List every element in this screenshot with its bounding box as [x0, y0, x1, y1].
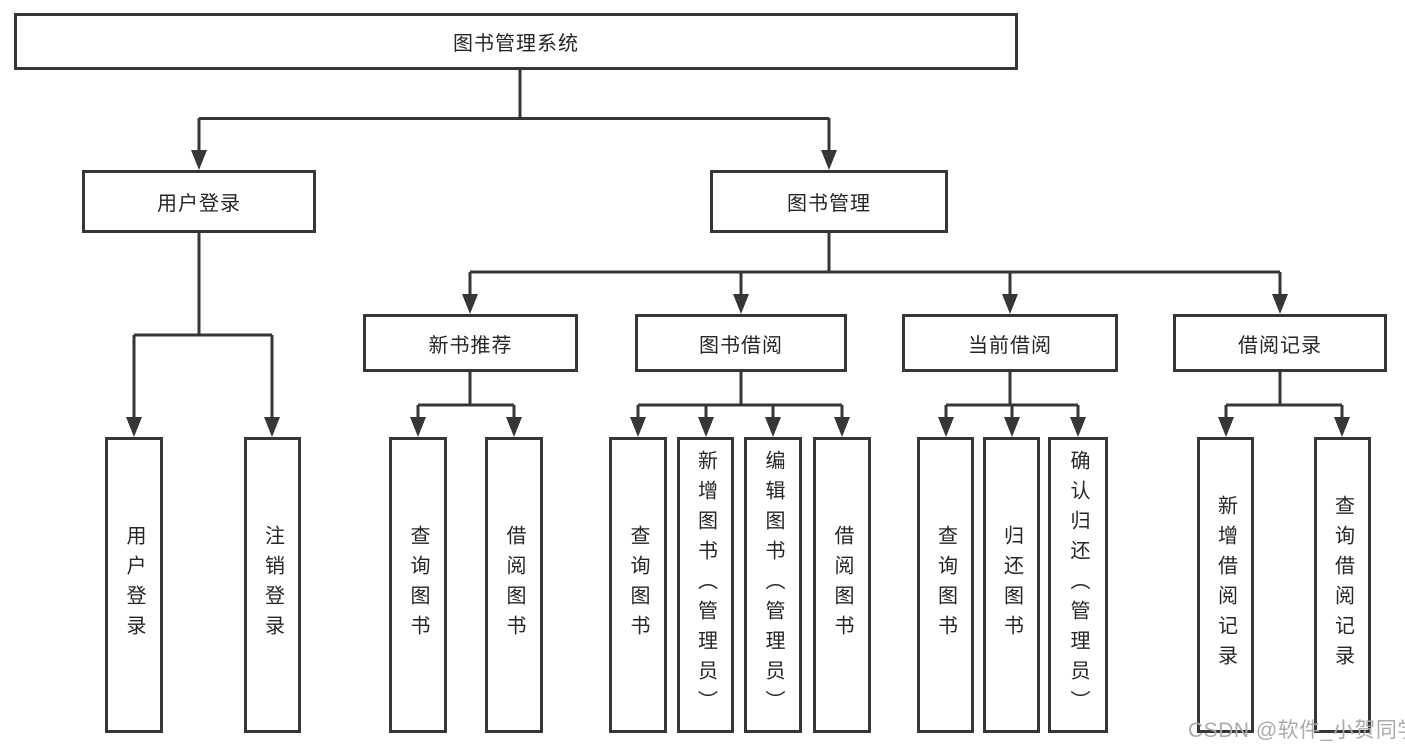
node-label: 新增图书（管理员）: [694, 450, 717, 720]
leaf-user-login: 用户登录: [105, 437, 163, 733]
node-label: 注销登录: [261, 525, 284, 645]
node-label: 借阅记录: [1238, 334, 1322, 357]
watermark: CSDN @软件_小贺同学: [1188, 719, 1405, 742]
leaf-add-book-admin: 新增图书（管理员）: [677, 437, 734, 733]
node-label: 新增借阅记录: [1214, 495, 1237, 675]
node-label: 用户登录: [157, 193, 241, 215]
leaf-confirm-return-admin: 确认归还（管理员）: [1048, 437, 1108, 733]
node-label: 确认归还（管理员）: [1067, 450, 1089, 720]
leaf-query-book: 查询图书: [609, 437, 667, 733]
node-label: 查询图书: [407, 525, 429, 645]
node-label: 用户登录: [123, 525, 145, 645]
node-library-management-system: 图书管理系统: [14, 13, 1018, 70]
node-borrowing-records: 借阅记录: [1173, 314, 1387, 372]
leaf-query-book: 查询图书: [917, 437, 974, 733]
leaf-borrow-book: 借阅图书: [485, 437, 543, 733]
node-label: 查询借阅记录: [1331, 495, 1354, 675]
node-label: 图书管理: [787, 193, 871, 215]
node-label: 查询图书: [934, 525, 957, 645]
node-current-borrowing: 当前借阅: [902, 314, 1118, 372]
node-label: 借阅图书: [503, 525, 525, 645]
leaf-return-book: 归还图书: [983, 437, 1040, 733]
leaf-borrow-book: 借阅图书: [813, 437, 871, 733]
leaf-query-book: 查询图书: [389, 437, 447, 733]
node-label: 当前借阅: [968, 334, 1052, 357]
node-new-book-recommend: 新书推荐: [363, 314, 578, 372]
node-label: 查询图书: [627, 525, 649, 645]
leaf-query-borrow-record: 查询借阅记录: [1314, 437, 1371, 733]
leaf-logout: 注销登录: [244, 437, 301, 733]
node-book-management: 图书管理: [710, 170, 948, 233]
node-label: 图书管理系统: [453, 33, 579, 55]
leaf-add-borrow-record: 新增借阅记录: [1197, 437, 1254, 733]
node-book-borrowing: 图书借阅: [635, 314, 847, 372]
node-label: 借阅图书: [831, 525, 853, 645]
node-label: 图书借阅: [699, 334, 783, 357]
node-user-login: 用户登录: [82, 170, 316, 233]
node-label: 编辑图书（管理员）: [762, 450, 784, 720]
node-label: 新书推荐: [428, 334, 513, 357]
node-label: 归还图书: [1000, 525, 1023, 645]
leaf-edit-book-admin: 编辑图书（管理员）: [744, 437, 802, 733]
